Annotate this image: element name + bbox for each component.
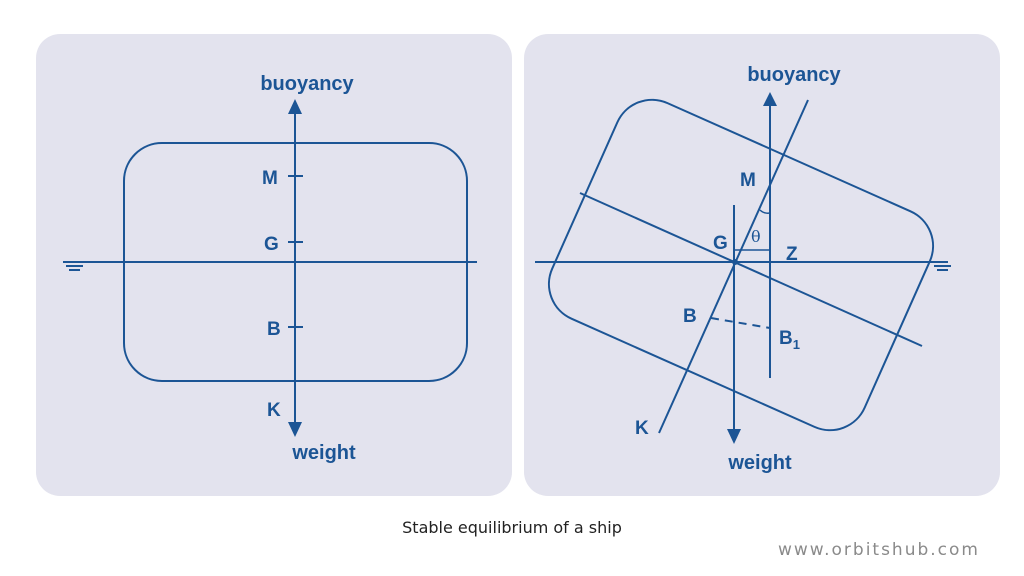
g-point-dot <box>732 259 738 265</box>
buoyancy-label: buoyancy <box>747 64 841 86</box>
heeled-ship-panel: buoyancy weight M G θ Z B B1 K <box>524 34 1000 496</box>
arrow-up-icon <box>288 99 302 114</box>
point-z-label: Z <box>786 244 798 265</box>
upright-ship-diagram: buoyancy weight M G B K <box>63 73 477 464</box>
point-m-label: M <box>740 170 756 191</box>
b-b1-shift <box>710 317 771 329</box>
arrow-down-icon <box>727 429 741 444</box>
point-m-label: M <box>262 168 278 189</box>
theta-label: θ <box>751 227 761 246</box>
arrow-down-icon <box>288 422 302 437</box>
point-b1-base: B <box>779 328 793 349</box>
buoyancy-label: buoyancy <box>260 73 354 95</box>
point-b1-label: B1 <box>779 328 800 352</box>
point-g-label: G <box>264 234 279 255</box>
point-g-label: G <box>713 233 728 254</box>
point-b-label: B <box>267 319 281 340</box>
waterline-symbol-icon <box>934 265 951 271</box>
point-k-label: K <box>635 418 649 439</box>
heeled-ship-diagram: buoyancy weight M G θ Z B B1 K <box>535 64 951 474</box>
point-b1-subscript: 1 <box>793 337 800 352</box>
weight-label: weight <box>291 442 356 464</box>
figure-caption: Stable equilibrium of a ship <box>402 518 622 537</box>
weight-label: weight <box>727 452 792 474</box>
theta-arc <box>759 209 771 214</box>
upright-ship-panel: buoyancy weight M G B K <box>36 34 512 496</box>
watermark: www.orbitshub.com <box>777 540 980 560</box>
point-k-label: K <box>267 400 281 421</box>
point-b-label: B <box>683 306 697 327</box>
tilted-centerline <box>579 192 923 347</box>
arrow-up-icon <box>763 92 777 106</box>
waterline-symbol-icon <box>66 265 83 271</box>
